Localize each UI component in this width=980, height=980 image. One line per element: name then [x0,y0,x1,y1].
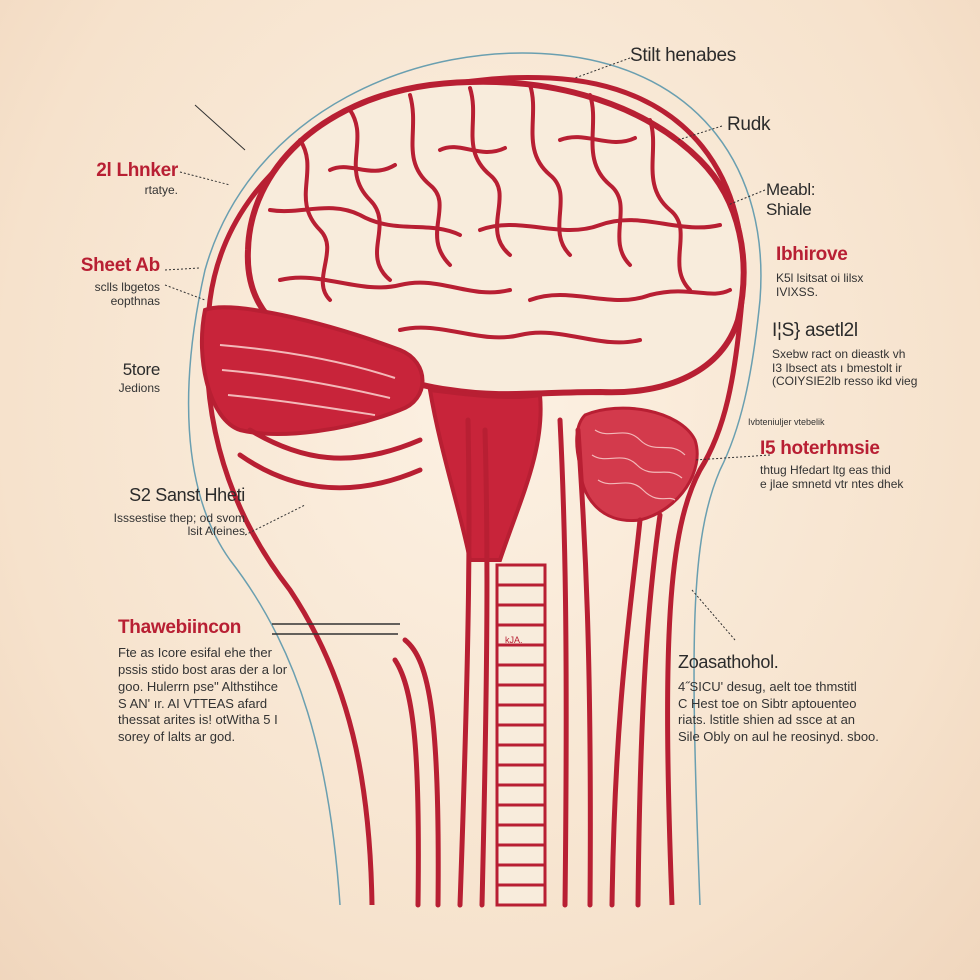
label-thawebi-line-4: S AN' ır. AI VTTEAS afard [118,695,268,711]
cerebellum [199,305,425,436]
label-zasethohol-title: Zoasathohol. [678,652,779,672]
label-sheet-ab-line-2: eopthnas [110,293,160,308]
label-fasetl-line-2: I3 Ibsect ats ı bmestolt ir [772,360,903,375]
label-zasethohol: Zoasathohol. 4˝SICU' desug, aelt toe thm… [678,652,879,746]
label-thawebi-title: Thawebiincon [118,617,242,638]
leader-lines [164,57,771,641]
thawebi-pointer [272,623,400,635]
head-contour [204,74,746,906]
label-sheet-ab-line-1: sclls lbgetos [94,279,160,294]
gland-texture [591,429,686,501]
label-store-sub: Jedions [118,380,160,395]
label-hoterhsie-line-2: e jlae smnetd vtr ntes dhek [760,476,904,491]
label-hoterhsie-title: I5 hoterhmsie [760,438,880,459]
label-fasetl: I¦S} asetl2l Sxebw ract on dieastk vh I3… [772,320,917,389]
label-hoterhsie: I5 hoterhmsie thtug Hfedart ltg eas thid… [760,438,903,491]
label-store-title: 5tore [122,360,161,379]
label-thawebi-line-6: sorey of lalts ar god. [118,729,236,745]
brain-gyri [268,83,732,345]
label-left-21-title: 2l Lhnker [96,160,178,181]
label-thawebi-line-1: Fte as Icore esifal ehe ther [118,644,272,660]
label-zasethohol-line-2: C Hest toe on Sibtr aptouenteo [678,695,857,711]
label-lbrove-line-2: IVIXSS. [776,284,819,299]
label-fasetl-line-1: Sxebw ract on dieastk vh [772,346,906,361]
label-zasethohol-line-3: riats. lstitle shien ad ssce at an [678,712,856,728]
label-left-21-sub: rtatye. [144,182,178,197]
neck-vessels [237,417,663,908]
label-tiny-note: Ivbteniuljer vtebelik [748,417,825,427]
label-fasetl-title: I¦S} asetl2l [772,320,858,341]
label-sanst-hheti-line-2: lsit Afeines [187,524,245,539]
label-meabl: Meabl: Shiale [766,180,816,219]
label-thawebi-line-2: pssis stido bost aras der a lor [118,661,288,677]
label-thawebi-line-3: goo. Hulerrn pse" Althstihce [118,678,278,694]
label-zasethohol-line-1: 4˝SICU' desug, aelt toe thmstitl [678,678,857,694]
spine-mark: kJA. [505,635,523,645]
label-thawebi: Thawebiincon Fte as Icore esifal ehe the… [118,617,287,746]
cerebellum-folia [219,344,396,416]
label-meabl-line2: Shiale [766,199,812,219]
label-zasethohol-line-4: Sile Obly on aul he reosinyd. sboo. [678,729,879,745]
spinal-column [495,563,547,907]
diagonal-pointer [194,104,246,151]
head-outline [187,52,762,906]
label-sheet-ab-title: Sheet Ab [80,255,161,276]
vertebrae [497,583,545,887]
label-rudk-title: Rudk [727,114,771,135]
label-sanst-hheti-line-1: Isssestise thep; od svom [113,510,245,525]
label-left-21: 2l Lhnker rtatye. [60,160,178,198]
label-lbrove-line-1: K5l lsitsat oi lilsx [776,270,864,285]
label-sheet-ab: Sheet Ab sclls lbgetos eopthnas [40,255,161,308]
label-lbrove-title: Ibhirove [776,244,848,265]
label-sanst-hheti: S2 Sanst Hheti Isssestise thep; od svom … [80,485,246,539]
label-sanst-hheti-title: S2 Sanst Hheti [129,485,245,505]
label-fasetl-line-3: (COIYSIE2lb resso ikd vieg [772,374,918,389]
label-lbrove: Ibhirove K5l lsitsat oi lilsx IVIXSS. [776,244,863,299]
label-top-right-title: Stilt henabes [630,45,736,66]
label-store: 5tore Jedions [60,360,161,395]
label-thawebi-line-5: thessat arites is! otWitha 5 I [118,712,278,728]
label-hoterhsie-line-1: thtug Hfedart ltg eas thid [760,462,891,477]
label-meabl-title: Meabl: [766,180,816,199]
